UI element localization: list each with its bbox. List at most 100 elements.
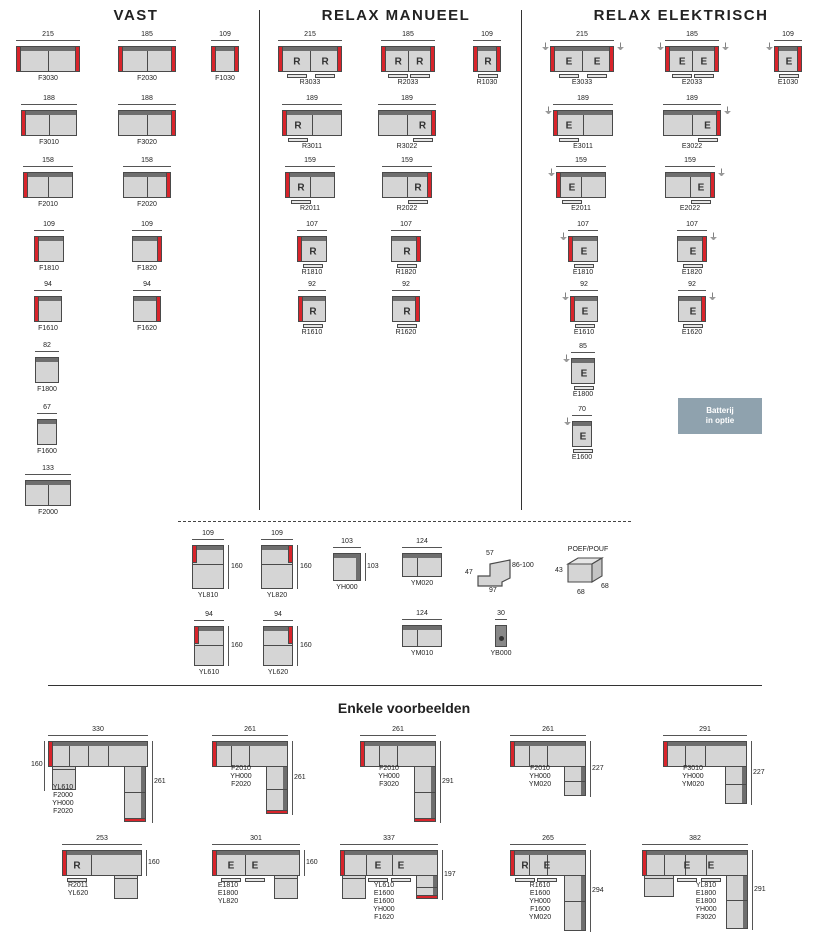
width-label: 30: [497, 610, 505, 617]
footrest: [697, 138, 718, 142]
mechanism-letter: R: [321, 56, 329, 68]
leg-seam: [125, 792, 145, 794]
armrest-bottom: [266, 810, 288, 814]
mechanism-letter: E: [707, 860, 715, 872]
section-divider-dashed: [178, 521, 631, 522]
config-code: E1600: [373, 890, 395, 897]
dimension-line: [118, 40, 176, 41]
armrest-left: [21, 110, 26, 136]
mechanism-letter: E: [374, 860, 382, 872]
mechanism-letter: R: [484, 56, 492, 68]
sofa-back: [379, 111, 435, 115]
model-code: E1820: [681, 269, 703, 276]
leg-seam: [565, 780, 585, 782]
model-code: YL810: [197, 592, 219, 599]
chaise-seam: [262, 564, 292, 565]
depth-label: 261: [294, 774, 306, 781]
dimension-line: [282, 104, 342, 105]
armrest-left: [340, 850, 345, 876]
dimension-line: [572, 415, 592, 416]
dimension-line: [21, 104, 77, 105]
config-code: F2010: [530, 765, 550, 772]
power-plug-icon: ⏚: [547, 168, 557, 178]
depth-line: [751, 741, 752, 805]
footrest: [286, 74, 307, 78]
mechanism-letter: E: [689, 306, 697, 318]
armrest-right: [716, 110, 721, 136]
seat-seam: [231, 746, 232, 766]
footrest: [397, 264, 417, 268]
width-label: 265: [542, 835, 554, 842]
armrest-bottom: [416, 895, 438, 899]
depth-line: [146, 850, 147, 876]
width-label: 109: [782, 31, 794, 38]
chaise-back: [195, 627, 223, 631]
dimension-line: [261, 539, 293, 540]
footrest: [315, 74, 336, 78]
corner-back-right: [356, 554, 360, 580]
model-code: R1620: [395, 329, 417, 336]
armrest-right: [415, 296, 420, 322]
mechanism-letter: R: [297, 182, 305, 194]
config-back: [213, 742, 287, 746]
dimension-line: [285, 166, 335, 167]
armrest-right: [714, 46, 719, 72]
dimension-line: [665, 166, 715, 167]
chaise-seam: [193, 564, 223, 565]
armrest-right: [430, 46, 435, 72]
config-code: F2010: [231, 765, 251, 772]
sofa-body: E: [677, 236, 707, 268]
width-label: 94: [274, 611, 282, 618]
seat-seam: [684, 746, 686, 766]
seat-seam: [692, 51, 693, 71]
seat-seam: [48, 485, 49, 505]
mechanism-letter: R: [418, 120, 427, 132]
dimension-line: [665, 40, 719, 41]
width-label: 158: [141, 157, 153, 164]
config-code: YH000: [52, 800, 74, 807]
depth-line: [292, 741, 293, 815]
config-code: F3020: [379, 781, 399, 788]
sofa-back: [392, 237, 420, 241]
dimension-line: [556, 166, 606, 167]
chaise-back: [193, 546, 223, 550]
sofa-back: [35, 237, 63, 241]
dimension-line: [642, 844, 748, 845]
footrest: [683, 264, 703, 268]
mechanism-letter: R: [403, 306, 411, 318]
footrest: [558, 74, 579, 78]
footrest: [672, 74, 693, 78]
dimension-label: 68: [601, 583, 609, 590]
sofa-body: R: [392, 296, 420, 328]
dimension-label: 47: [465, 569, 473, 576]
config-back: [49, 742, 147, 746]
chaise-body: [261, 545, 293, 589]
depth-line: [228, 626, 229, 666]
depth-label: 160: [306, 859, 318, 866]
model-code: R3022: [396, 143, 418, 150]
dimension-line: [16, 40, 80, 41]
armrest-right: [609, 46, 614, 72]
config-leg: [416, 875, 438, 899]
sofa-back: [383, 173, 431, 177]
width-label: 133: [42, 465, 54, 472]
model-code: YM020: [410, 580, 434, 587]
sofa-body: R: [473, 46, 501, 78]
seat-seam: [529, 855, 530, 875]
model-code: F1610: [38, 325, 58, 332]
config-chaise: [114, 875, 138, 899]
armrest-bottom: [414, 818, 436, 822]
armrest-left: [212, 850, 217, 876]
armrest-left: [510, 850, 515, 876]
seat-seam: [312, 115, 313, 135]
model-code: R3033: [299, 79, 321, 86]
chaise-body: [194, 626, 224, 666]
footrest: [537, 878, 557, 882]
config-chaise: [274, 875, 298, 899]
dimension-line: [678, 290, 706, 291]
armrest-right: [701, 296, 706, 322]
mechanism-letter: E: [683, 860, 691, 872]
